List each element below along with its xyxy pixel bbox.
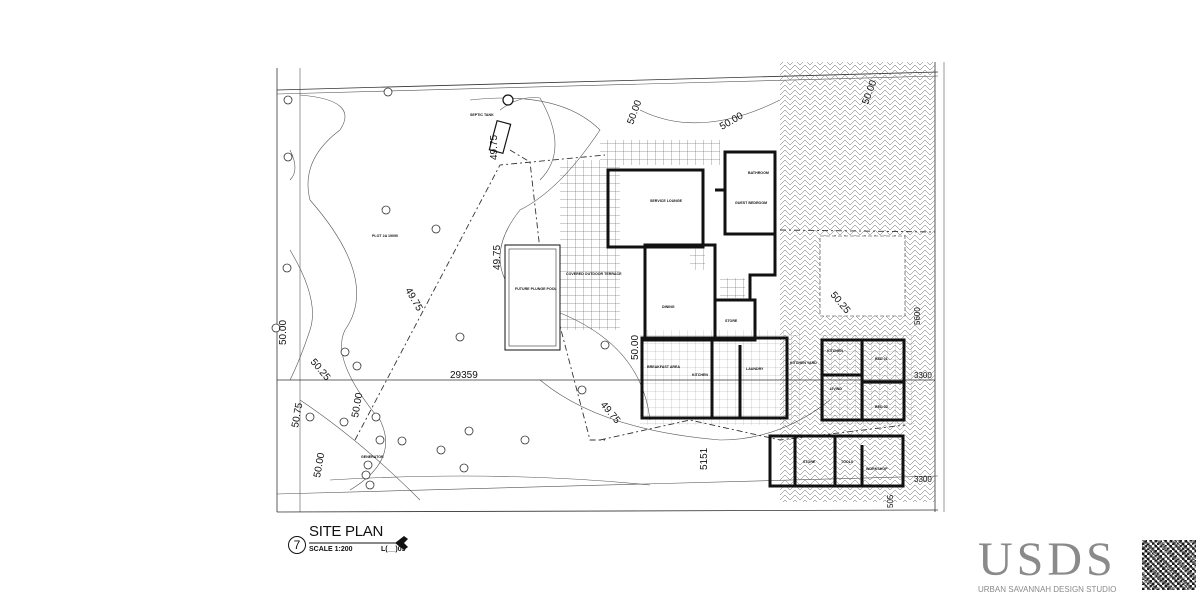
spot-level: 49.75 <box>402 286 424 314</box>
label-lounge: SERVICE LOUNGE <box>650 199 683 203</box>
trees <box>271 87 610 490</box>
label-kitchen: KITCHEN <box>692 373 708 377</box>
spot-level: 50.00 <box>350 392 365 419</box>
contour-lines <box>289 94 831 501</box>
pool <box>504 244 561 351</box>
brand-logo: USDS <box>978 533 1117 586</box>
spot-level: 50.25 <box>308 357 333 384</box>
spot-level: 50.00 <box>278 320 289 345</box>
north-arrow-icon <box>395 536 408 550</box>
parking-area <box>819 235 906 317</box>
label-staff-living: LIVING <box>830 387 842 391</box>
dimension-side: 5151 <box>699 447 710 470</box>
spot-level: 50.00 <box>625 98 644 126</box>
label-laundry: LAUNDRY <box>746 367 764 371</box>
room-labels: PLOT 2A 19090 FUTURE PLUNGE POOL COVERED… <box>361 113 888 471</box>
spot-level: 50.00 <box>312 452 327 479</box>
spot-level: 49.75 <box>489 135 500 160</box>
label-store: STORE <box>725 319 738 323</box>
wing-grid <box>640 330 800 425</box>
septic-tank <box>488 94 514 155</box>
pool-inner-edge <box>508 248 557 347</box>
label-generator: GENERATOR <box>361 455 384 459</box>
spot-level: 50.00 <box>630 335 641 360</box>
label-septic: SEPTIC TANK <box>470 113 494 117</box>
qr-code-texture <box>1142 540 1196 590</box>
spot-level: 50.00 <box>718 110 746 132</box>
entrance-grid <box>600 140 720 165</box>
dimension-bottom: 505 <box>886 494 895 508</box>
label-staff-bed2: BED 02 <box>875 405 888 409</box>
building <box>606 150 906 488</box>
paving-hatch-corner <box>848 62 905 110</box>
label-tools: TOOLS <box>841 460 854 464</box>
brand-name: URBAN SAVANNAH DESIGN STUDIO <box>978 585 1117 594</box>
drawing-title: SITE PLAN <box>309 523 383 540</box>
label-store2: STORE <box>803 460 816 464</box>
dimension-right-2: 3300 <box>914 475 932 484</box>
drawing-scale: SCALE 1:200 <box>309 546 353 553</box>
drawing-number: 7 <box>288 536 306 554</box>
sheet-reference: L(__)03 <box>381 546 406 553</box>
label-guest-bedroom: GUEST BEDROOM <box>735 201 767 205</box>
dimension-vertical: 5600 <box>913 307 922 325</box>
label-dining: DINING <box>662 305 675 309</box>
label-plot: PLOT 2A 19090 <box>372 234 398 238</box>
spot-level: 50.75 <box>290 402 305 429</box>
label-kitchen-yard: KITCHEN YARD <box>790 361 817 365</box>
label-pool: FUTURE PLUNGE POOL <box>515 287 558 291</box>
label-staff-kitchen: KITCHEN <box>827 349 843 353</box>
dimension-width: 29359 <box>450 370 478 381</box>
label-terrace: COVERED OUTDOOR TERRACE <box>566 272 622 276</box>
label-bathroom: BATHROOM <box>748 171 769 175</box>
setback-lines <box>354 149 936 441</box>
dimension-right: 3300 <box>914 371 932 380</box>
label-staff-bed1: BED 01 <box>875 357 888 361</box>
label-breakfast: BREAKFAST AREA <box>647 365 680 369</box>
terrace-grid <box>560 160 620 330</box>
spot-level: 49.75 <box>492 245 503 270</box>
label-workshop: WORKSHOP <box>866 467 888 471</box>
spot-level: 49.75 <box>598 400 623 427</box>
